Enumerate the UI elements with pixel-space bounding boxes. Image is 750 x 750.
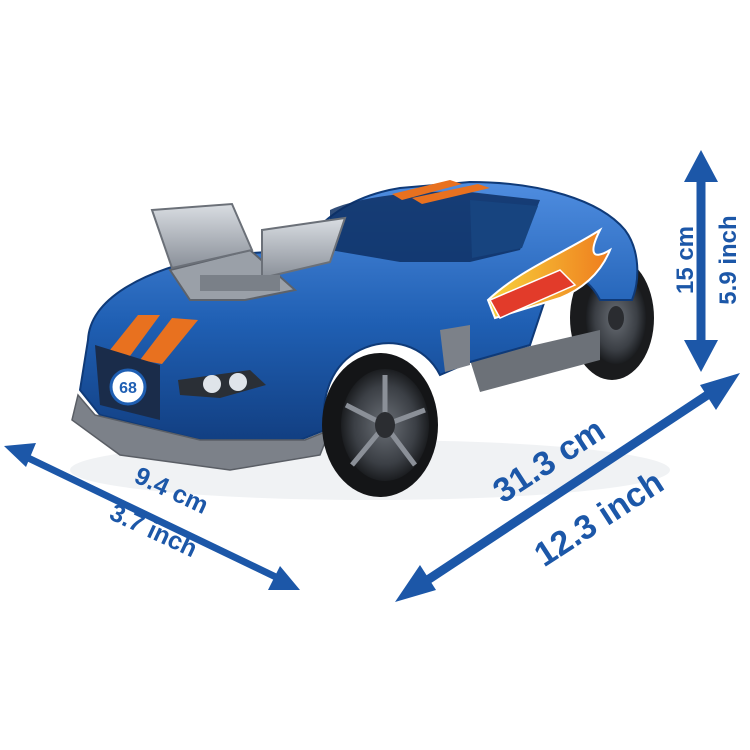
side-flame-decal bbox=[486, 227, 613, 320]
hood-stripe bbox=[140, 318, 198, 364]
length-arrow bbox=[417, 386, 718, 589]
hot-wheels-logo bbox=[488, 269, 577, 319]
number-badge: 68 bbox=[109, 368, 147, 406]
hood-engine bbox=[150, 202, 347, 301]
front-wheel bbox=[322, 353, 438, 497]
arrow-head-down-icon bbox=[684, 340, 718, 372]
headlight bbox=[178, 370, 266, 398]
arrow-head-left-icon bbox=[4, 443, 36, 467]
toy-car: 68 bbox=[70, 180, 670, 500]
number-badge-text: 68 bbox=[119, 380, 137, 397]
width-arrow bbox=[20, 451, 284, 584]
arrow-head-right-icon bbox=[700, 373, 740, 410]
arrow-head-left-icon bbox=[395, 565, 436, 602]
height-metric-label: 15 cm bbox=[672, 226, 699, 294]
arrow-head-up-icon bbox=[684, 150, 718, 182]
arrow-head-right-icon bbox=[268, 566, 300, 590]
hood-stripe bbox=[110, 315, 160, 356]
height-imperial-label: 5.9 inch bbox=[715, 215, 742, 304]
height-dimension: 15 cm 5.9 inch bbox=[672, 150, 742, 372]
